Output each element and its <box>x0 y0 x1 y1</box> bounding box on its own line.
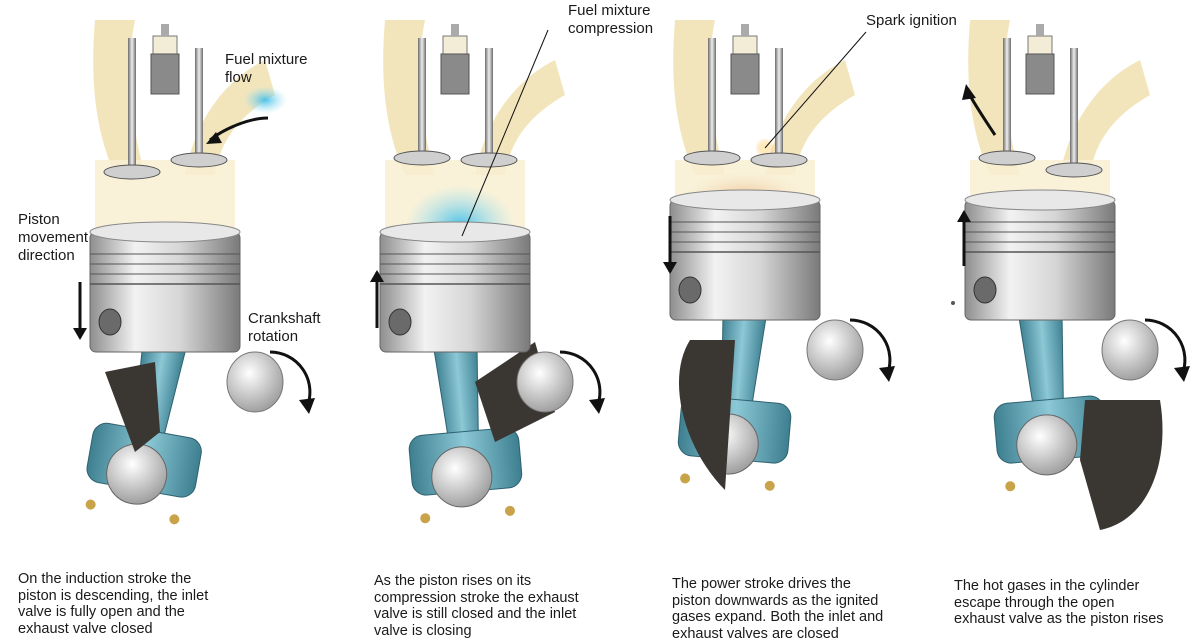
caption-line: On the induction stroke the <box>18 571 268 588</box>
piston-direction-arrow <box>73 282 87 340</box>
caption-line: valve is still closed and the inlet <box>374 606 624 623</box>
exhaust-valve-stem <box>485 48 493 158</box>
caption-line: valve is closing <box>374 623 624 640</box>
engine-power <box>663 20 895 492</box>
spark-ignition-label: Spark ignition <box>866 12 957 30</box>
exhaust-valve-head <box>751 153 807 167</box>
spark-plug-insulator <box>153 36 177 54</box>
piston-crown <box>90 222 240 242</box>
piston-direction-line-1: Piston <box>18 211 88 229</box>
main-journal <box>517 352 573 412</box>
spark-plug-insulator <box>443 36 467 54</box>
caption-line: valve is fully open and the <box>18 604 268 621</box>
crank-web <box>1080 400 1163 530</box>
rotation-arrow-head <box>1174 366 1190 382</box>
caption-line: compression stroke the exhaust <box>374 590 624 607</box>
gudgeon-pin-hole <box>679 277 701 303</box>
caption-line: The power stroke drives the <box>672 576 922 593</box>
inlet-valve-stem <box>1003 38 1011 156</box>
crankshaft-line-2: rotation <box>248 328 321 346</box>
main-journal <box>807 320 863 380</box>
crankshaft-rotation-label: Crankshaft rotation <box>248 310 321 346</box>
caption-line: exhaust valve as the piston rises <box>954 611 1200 628</box>
exhaust-valve-stem <box>775 48 783 158</box>
spark-plug-terminal <box>1036 24 1044 36</box>
inlet-valve-head <box>104 165 160 179</box>
caption-line: piston is descending, the inlet <box>18 588 268 605</box>
caption-compression: As the piston rises on its compression s… <box>374 573 624 639</box>
spark-plug-terminal <box>451 24 459 36</box>
inlet-valve-stem <box>708 38 716 156</box>
inlet-valve-head <box>394 151 450 165</box>
main-journal <box>227 352 283 412</box>
main-journal <box>1102 320 1158 380</box>
caption-line: The hot gases in the cylinder <box>954 578 1200 595</box>
crankshaft-line-1: Crankshaft <box>248 310 321 328</box>
piston-direction-label: Piston movement direction <box>18 211 88 265</box>
inlet-valve-stem <box>128 38 136 170</box>
inlet-valve-head <box>684 151 740 165</box>
gudgeon-pin-hole <box>99 309 121 335</box>
exhaust-valve-stem <box>195 48 203 158</box>
compression-line-2: compression <box>568 20 653 38</box>
spark-plug-insulator <box>1028 36 1052 54</box>
piston-crown <box>670 190 820 210</box>
rotation-arrow-head <box>589 398 605 414</box>
rod-bolt <box>1005 481 1016 492</box>
spark-plug-body <box>151 54 179 94</box>
caption-line: As the piston rises on its <box>374 573 624 590</box>
arrow-head <box>73 328 87 340</box>
caption-line: escape through the open <box>954 595 1200 612</box>
piston-crown <box>380 222 530 242</box>
incoming-fuel-cloud <box>243 86 287 114</box>
piston-direction-line-3: direction <box>18 247 88 265</box>
spark-plug-body <box>441 54 469 94</box>
caption-induction: On the induction stroke the piston is de… <box>18 571 268 637</box>
caption-line: piston downwards as the ignited <box>672 593 922 610</box>
exhaust-valve-head <box>171 153 227 167</box>
inlet-valve-stem <box>418 38 426 156</box>
caption-exhaust: The hot gases in the cylinder escape thr… <box>954 578 1200 628</box>
rod-bolt <box>85 499 97 511</box>
engine-exhaust <box>957 20 1190 530</box>
rod-bolt <box>505 505 516 516</box>
rod-bolt <box>420 513 431 524</box>
gudgeon-pin-hole <box>974 277 996 303</box>
inlet-valve-head <box>979 151 1035 165</box>
gudgeon-pin-hole <box>389 309 411 335</box>
rotation-arrow-head <box>299 398 315 414</box>
spark-plug-body <box>1026 54 1054 94</box>
caption-line: gases expand. Both the inlet and <box>672 609 922 626</box>
fuel-mixture-compression-label: Fuel mixture compression <box>568 2 653 38</box>
rotation-arrow-head <box>879 366 895 382</box>
rod-bolt <box>764 480 775 491</box>
spark-plug-body <box>731 54 759 94</box>
caption-line: exhaust valve closed <box>18 621 268 638</box>
fuel-flow-line-2: flow <box>225 69 308 87</box>
caption-power: The power stroke drives the piston downw… <box>672 576 922 642</box>
exhaust-valve-head <box>1046 163 1102 177</box>
exhaust-valve-stem <box>1070 48 1078 168</box>
spark-plug-terminal <box>741 24 749 36</box>
rod-bolt <box>169 514 181 526</box>
engine-compression <box>370 20 605 524</box>
piston-crown <box>965 190 1115 210</box>
piston-direction-line-2: movement <box>18 229 88 247</box>
dot-mark <box>951 301 955 305</box>
spark-plug-terminal <box>161 24 169 36</box>
inlet-port <box>93 20 145 175</box>
compression-line-1: Fuel mixture <box>568 2 653 20</box>
fuel-flow-line-1: Fuel mixture <box>225 51 308 69</box>
engine-induction <box>73 20 315 527</box>
fuel-mixture-flow-label: Fuel mixture flow <box>225 51 308 87</box>
exhaust-valve-head <box>461 153 517 167</box>
caption-line: exhaust valves are closed <box>672 626 922 642</box>
spark-plug-insulator <box>733 36 757 54</box>
rod-bolt <box>680 473 691 484</box>
